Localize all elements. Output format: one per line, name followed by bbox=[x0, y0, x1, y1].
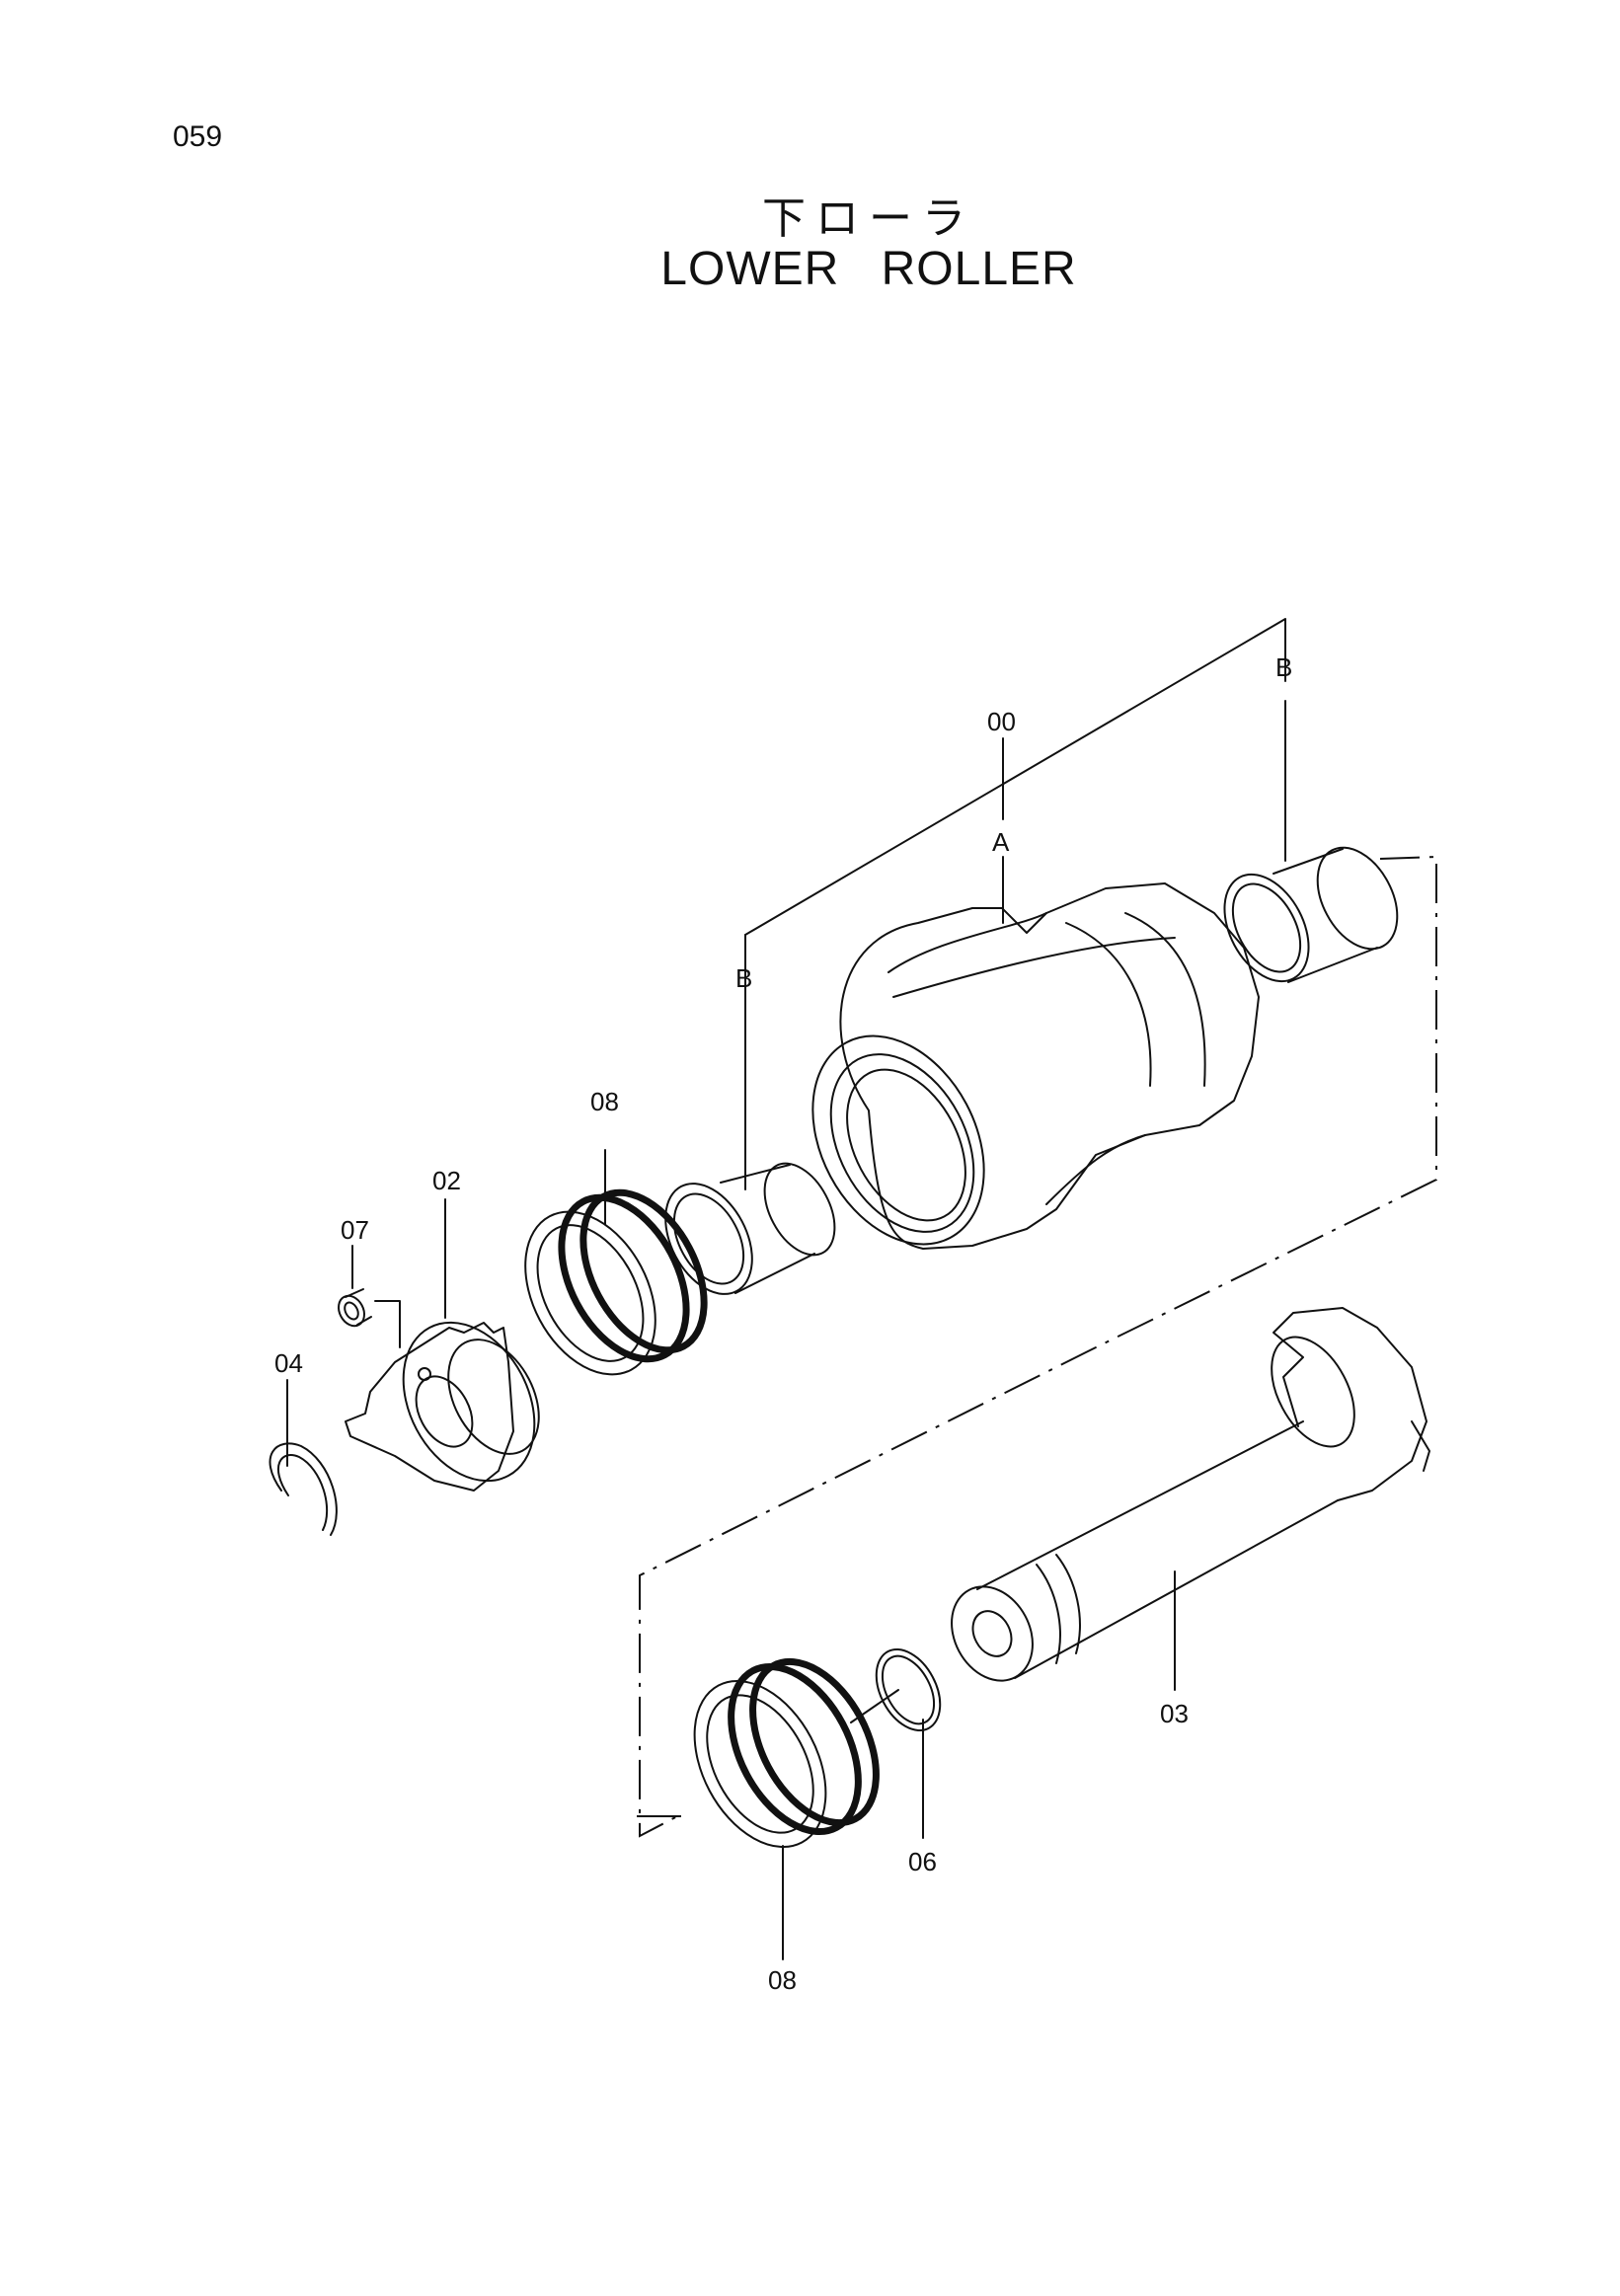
title-english: LOWER ROLLER bbox=[660, 243, 1077, 295]
callout-shaft: 03 bbox=[1160, 1699, 1189, 1728]
bushing-right bbox=[1223, 846, 1399, 983]
page-number: 059 bbox=[173, 120, 223, 153]
callout-group-b-top: B bbox=[1275, 652, 1292, 682]
floating-seal-upper bbox=[524, 1188, 708, 1376]
callout-seal-upper: 08 bbox=[590, 1087, 619, 1116]
callout-assembly: 00 bbox=[987, 707, 1016, 736]
roller-body bbox=[811, 882, 1260, 1250]
callout-seal-lower: 08 bbox=[768, 1965, 797, 1995]
callout-plug: 07 bbox=[341, 1215, 369, 1245]
callout-collar: 02 bbox=[432, 1166, 461, 1195]
assembly-bracket bbox=[637, 855, 1437, 1838]
callout-retaining-ring: 04 bbox=[274, 1348, 303, 1378]
bushing-left bbox=[664, 1162, 836, 1295]
plug bbox=[338, 1288, 372, 1328]
callout-group-b-left: B bbox=[735, 963, 752, 993]
leader-lines bbox=[286, 737, 1176, 1960]
shaft bbox=[951, 1307, 1430, 1682]
o-ring bbox=[875, 1647, 942, 1732]
callout-o-ring: 06 bbox=[908, 1847, 937, 1876]
retaining-ring bbox=[269, 1442, 338, 1536]
floating-seal-lower bbox=[693, 1657, 880, 1849]
collar bbox=[345, 1321, 540, 1492]
title-japanese: 下ローラ bbox=[762, 193, 975, 244]
callout-group-a: A bbox=[992, 827, 1010, 857]
group-b-bracket bbox=[744, 618, 1286, 1190]
